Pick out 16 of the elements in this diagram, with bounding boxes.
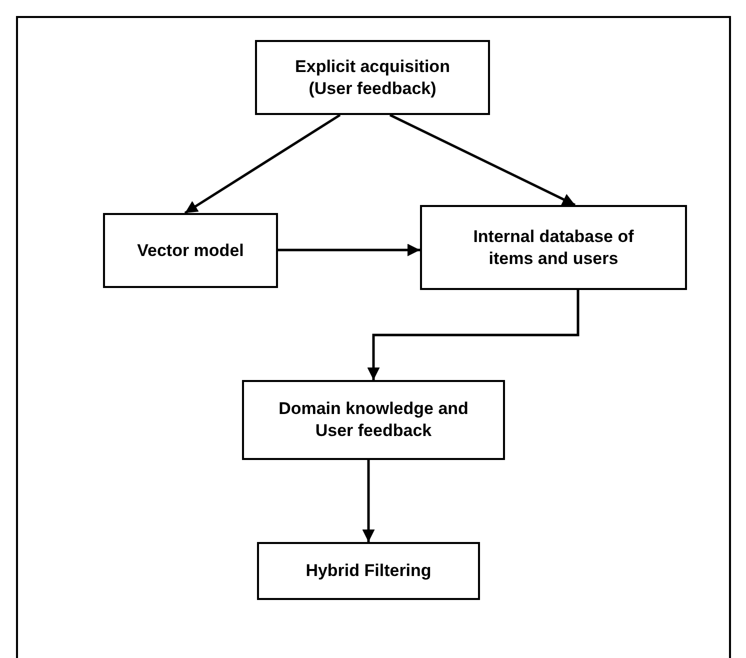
arrow [278, 244, 420, 256]
box-label: Domain knowledge and User feedback [278, 398, 470, 442]
arrow [389, 114, 576, 206]
process-box [103, 213, 278, 288]
process-box [257, 542, 480, 600]
box-label: Explicit acquisition [295, 56, 450, 78]
process-box [255, 40, 490, 115]
arrow [184, 114, 341, 214]
box-label: Hybrid Filtering [306, 560, 432, 582]
box-label: (User feedback) [308, 78, 436, 100]
process-box [242, 380, 505, 460]
process-box [420, 205, 687, 290]
box-label: Vector model [137, 240, 244, 262]
arrow [367, 290, 580, 380]
arrow [362, 460, 375, 542]
box-label: Internal database of items and users [472, 226, 635, 270]
